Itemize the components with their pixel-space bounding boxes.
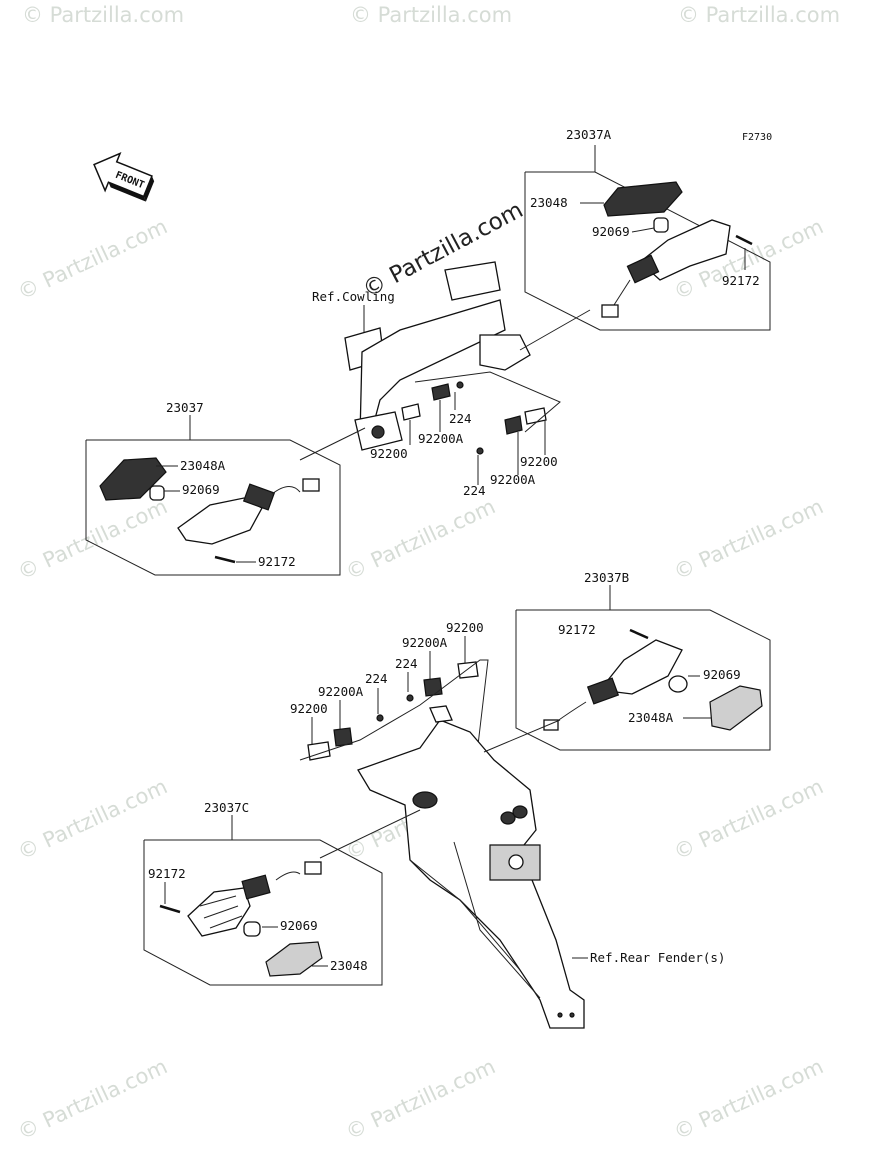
callout-92200A-m2: 92200A	[490, 472, 536, 487]
group-b-frame	[515, 609, 771, 751]
group-fl-frame	[85, 439, 341, 576]
rear-fender-assembly: 92200 92200A 224 224 92200A 92200 Re	[290, 620, 725, 1029]
callout-92200-r-top: 92200	[446, 620, 484, 635]
callout-23037: 23037	[166, 400, 204, 415]
lens-23048-c	[265, 941, 323, 977]
bulb-92069-c	[243, 921, 261, 937]
group-front-left-turn-signal: 23037 23048A 92069 92172	[85, 400, 341, 576]
callout-23037A: 23037A	[566, 127, 612, 142]
callout-92069-fl: 92069	[182, 482, 220, 497]
group-c-frame	[143, 839, 383, 986]
bulb-92069-a	[653, 217, 669, 233]
callout-92200-r-left: 92200	[290, 701, 328, 716]
front-arrow-icon: FRONT	[93, 152, 155, 202]
callout-92172-c: 92172	[148, 866, 186, 881]
ref-rear-fender-label: Ref.Rear Fender(s)	[590, 950, 725, 965]
watermark-text: © Partzilla.com	[678, 3, 840, 27]
connector-fl	[302, 478, 320, 492]
connector-c	[304, 861, 322, 875]
lens-23048A-b	[709, 685, 763, 731]
bulb-92069-fl	[149, 485, 165, 501]
watermark-text: © Partzilla.com	[14, 774, 171, 864]
connector-a	[601, 304, 619, 318]
figure-code: F2730	[742, 132, 772, 143]
housing-fl	[177, 497, 263, 545]
rear-fender	[357, 719, 585, 1029]
callout-224-m2: 224	[463, 483, 486, 498]
watermark-text: © Partzilla.com	[342, 494, 499, 584]
connector-b	[543, 719, 559, 731]
bulb-92069-b	[668, 675, 688, 693]
watermark-text: © Partzilla.com	[22, 3, 184, 27]
watermark-text: © Partzilla.com	[670, 1054, 827, 1144]
housing-c	[187, 887, 251, 937]
front-bracket: Ref.Cowling 224 92200A 92200 92200 224 9…	[299, 261, 591, 498]
callout-92200A-m1: 92200A	[418, 431, 464, 446]
group-c-turn-signal: 23037C 92172 92069 23048	[143, 800, 383, 986]
callout-92172-fl: 92172	[258, 554, 296, 569]
watermark-text: © Partzilla.com	[342, 1054, 499, 1144]
watermark-text: © Partzilla.com	[670, 494, 827, 584]
callout-23037B: 23037B	[584, 570, 629, 585]
watermark-text: © Partzilla.com	[14, 1054, 171, 1144]
housing-a	[638, 219, 731, 281]
ref-cowling-label: Ref.Cowling	[312, 289, 395, 304]
callout-92200A-r-top: 92200A	[402, 635, 448, 650]
callout-23048A-b: 23048A	[628, 710, 674, 725]
group-b-turn-signal: 23037B 92172 92069 23048A	[515, 570, 771, 751]
watermark-text: © Partzilla.com	[14, 214, 171, 304]
callout-92200A-r-left: 92200A	[318, 684, 364, 699]
housing-b	[598, 639, 683, 695]
watermark-text: © Partzilla.com	[670, 774, 827, 864]
lens-23048A-fl	[99, 457, 167, 501]
callout-92172-b: 92172	[558, 622, 596, 637]
callout-23037C: 23037C	[204, 800, 249, 815]
callout-92069-c: 92069	[280, 918, 318, 933]
callout-23048A-fl: 23048A	[180, 458, 226, 473]
callout-92069-a: 92069	[592, 224, 630, 239]
callout-92200-m1: 92200	[370, 446, 408, 461]
callout-224-r-left: 224	[365, 671, 388, 686]
callout-23048-c: 23048	[330, 958, 368, 973]
watermark-center-text: © Partzilla.com	[359, 197, 528, 303]
callout-92200-m2: 92200	[520, 454, 558, 469]
callout-224-m1: 224	[449, 411, 472, 426]
callout-92172-a: 92172	[722, 273, 760, 288]
callout-224-r-top: 224	[395, 656, 418, 671]
watermark-text: © Partzilla.com	[350, 3, 512, 27]
lens-23048	[603, 181, 683, 217]
group-a-turn-signal: 23037A 23048 92069 92172	[524, 127, 771, 331]
callout-23048-a: 23048	[530, 195, 568, 210]
callout-92069-b: 92069	[703, 667, 741, 682]
